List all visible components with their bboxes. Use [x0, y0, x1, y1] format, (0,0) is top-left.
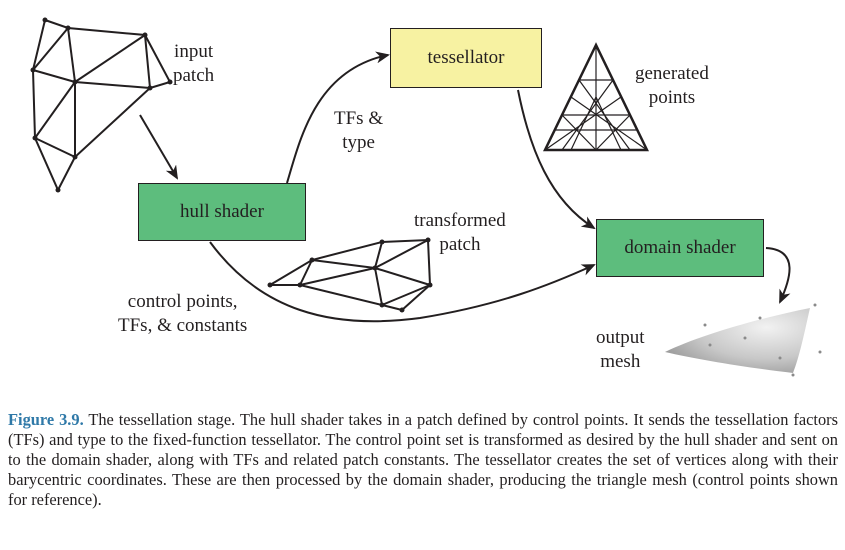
arrow-input-to-hull — [139, 114, 179, 180]
generated-points-triangle — [543, 42, 649, 152]
arrow-hull-to-tessellator — [286, 51, 390, 184]
control-points-label: control points,TFs, & constants — [118, 291, 248, 336]
figure-number: Figure 3.9. — [8, 410, 84, 429]
tfs-type-label: TFs &type — [334, 108, 384, 153]
arrow-domain-to-output — [765, 247, 791, 304]
figure-caption: Figure 3.9. The tessellation stage. The … — [8, 410, 838, 510]
domain-shader-label: domain shader — [624, 237, 736, 258]
output-mesh — [665, 303, 822, 377]
input-patch-mesh — [31, 19, 172, 193]
arrow-hull-to-domain — [209, 241, 596, 323]
domain-shader-box: domain shader — [596, 219, 764, 277]
tessellator-label: tessellator — [427, 47, 505, 68]
arrow-tessellator-to-domain — [517, 89, 596, 230]
caption-text: The tessellation stage. The hull shader … — [8, 410, 838, 509]
input-patch-points — [30, 17, 173, 193]
diagram-graphics — [30, 17, 822, 377]
transformed-patch-points — [267, 237, 433, 313]
hull-shader-label: hull shader — [180, 201, 264, 222]
tessellation-diagram: tessellator hull shader domain shader in… — [30, 17, 822, 377]
tessellator-box: tessellator — [390, 28, 542, 88]
hull-shader-box: hull shader — [138, 183, 306, 241]
transformed-patch-mesh — [269, 238, 432, 312]
